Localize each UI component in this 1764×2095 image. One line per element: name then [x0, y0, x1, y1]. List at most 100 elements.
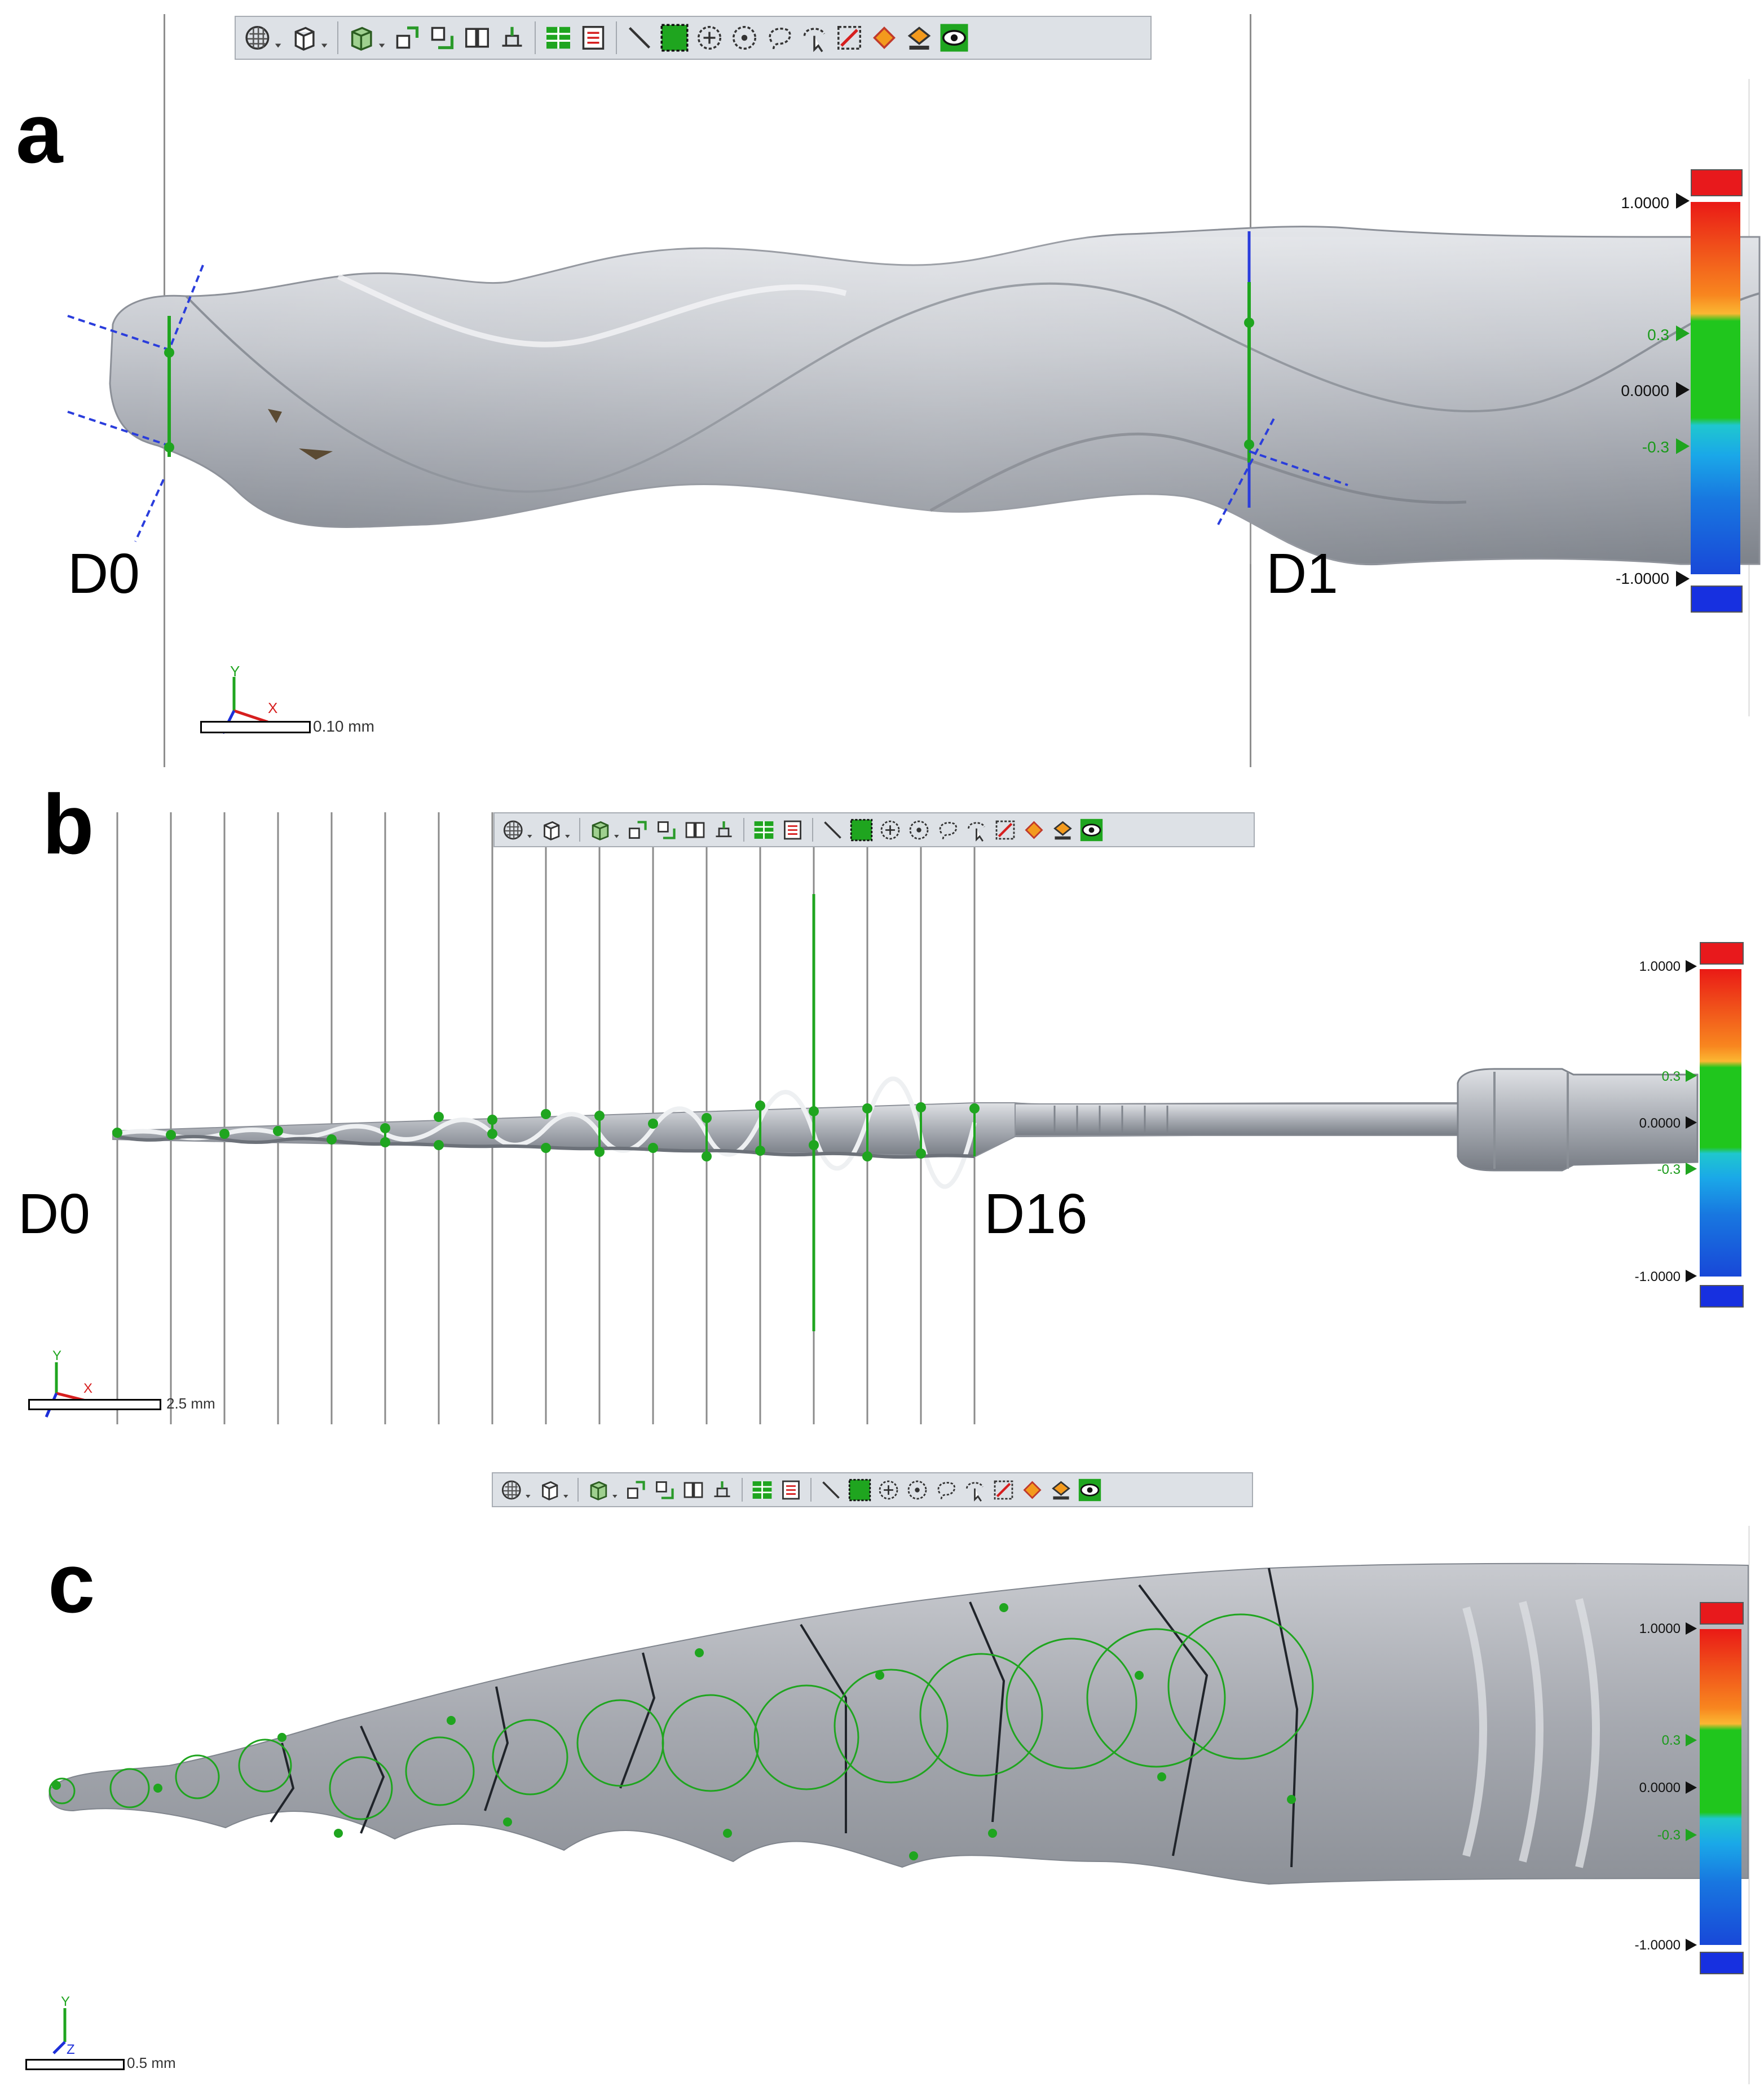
section-view-icon	[351, 27, 385, 51]
toolbar	[493, 812, 1255, 847]
toolbar	[235, 16, 1152, 60]
visibility-button[interactable]	[1079, 817, 1104, 843]
view-cube-button[interactable]	[536, 1477, 571, 1503]
align-top-button[interactable]	[391, 22, 423, 54]
visibility-icon	[1078, 1478, 1101, 1501]
layout-grid-button[interactable]	[543, 22, 574, 54]
file-cross-section-3d[interactable]	[0, 1472, 1764, 2095]
legend-over-max	[1700, 942, 1744, 965]
color-fill-button[interactable]	[1020, 1477, 1045, 1503]
label-d16: D16	[984, 1182, 1088, 1245]
visibility-button[interactable]	[1077, 1477, 1102, 1503]
lasso-button[interactable]	[764, 22, 795, 54]
legend-min-label: -1.0000	[1634, 1938, 1681, 1953]
line-tool-button[interactable]	[624, 22, 655, 54]
align-top-button[interactable]	[625, 817, 650, 843]
circle-center-icon	[880, 820, 900, 839]
color-legend[interactable]	[1700, 942, 1744, 1309]
line-tool-button[interactable]	[820, 817, 845, 843]
circle-center-button[interactable]	[694, 22, 725, 54]
lasso-button[interactable]	[935, 817, 960, 843]
layout-list-icon	[582, 26, 605, 50]
deviation-button[interactable]	[991, 1477, 1016, 1503]
measure-tool-button[interactable]	[496, 22, 528, 54]
deviation-icon	[995, 820, 1015, 839]
color-fill-button[interactable]	[868, 22, 900, 54]
color-map-button[interactable]	[1050, 817, 1075, 843]
circle-center-icon	[698, 26, 721, 50]
align-bottom-button[interactable]	[426, 22, 458, 54]
mesh-display-button[interactable]	[241, 22, 284, 54]
viewport-right-edge	[1748, 1526, 1750, 2084]
split-view-icon	[683, 1481, 703, 1498]
mesh-display-button[interactable]	[499, 1477, 533, 1503]
legend-max-label: 1.0000	[1639, 959, 1681, 974]
toolbar-separator	[535, 21, 536, 54]
pointer-select-button[interactable]	[964, 817, 989, 843]
circle-center-button[interactable]	[876, 1477, 901, 1503]
panel-a: a	[0, 0, 1764, 767]
axis-triad	[45, 1362, 91, 1418]
color-legend[interactable]	[1691, 169, 1743, 615]
align-top-icon	[629, 820, 647, 839]
layout-grid-button[interactable]	[749, 1477, 775, 1503]
deviation-icon	[994, 1480, 1013, 1499]
mesh-display-button[interactable]	[500, 817, 535, 843]
circle-target-button[interactable]	[905, 1477, 930, 1503]
legend-max-label: 1.0000	[1621, 194, 1669, 212]
align-top-icon	[627, 1480, 645, 1499]
panel-b: b	[0, 767, 1764, 1472]
layout-grid-button[interactable]	[751, 817, 777, 843]
section-view-button[interactable]	[345, 22, 388, 54]
legend-under-min	[1700, 1952, 1744, 1974]
view-cube-button[interactable]	[538, 817, 572, 843]
pointer-select-button[interactable]	[799, 22, 830, 54]
align-top-button[interactable]	[623, 1477, 649, 1503]
section-view-button[interactable]	[585, 1477, 620, 1503]
circle-target-button[interactable]	[906, 817, 932, 843]
layout-list-icon	[784, 820, 801, 839]
pointer-select-button[interactable]	[962, 1477, 987, 1503]
measure-tool-button[interactable]	[709, 1477, 735, 1503]
measure-tool-button[interactable]	[711, 817, 737, 843]
align-bottom-icon	[656, 1481, 674, 1499]
file-model-3d[interactable]	[0, 0, 1764, 767]
legend-upper-tol-label: 0.3	[1661, 1733, 1681, 1748]
axis-y-label: Y	[61, 1994, 70, 2009]
color-map-button[interactable]	[903, 22, 935, 54]
legend-zero-label: 0.0000	[1639, 1116, 1681, 1131]
align-bottom-button[interactable]	[652, 1477, 677, 1503]
scale-bar-label: 0.10 mm	[313, 718, 374, 735]
split-view-button[interactable]	[682, 817, 708, 843]
view-cube-button[interactable]	[288, 22, 330, 54]
circle-target-icon	[907, 1480, 927, 1499]
layout-list-button[interactable]	[577, 22, 609, 54]
legend-upper-tol-label: 0.3	[1647, 326, 1669, 344]
circle-target-button[interactable]	[729, 22, 760, 54]
select-rect-button[interactable]	[659, 22, 690, 54]
color-map-icon	[907, 27, 931, 50]
color-fill-button[interactable]	[1021, 817, 1047, 843]
section-view-button[interactable]	[587, 817, 621, 843]
lasso-icon	[769, 28, 791, 50]
align-bottom-button[interactable]	[654, 817, 679, 843]
visibility-button[interactable]	[938, 22, 970, 54]
select-rect-icon	[660, 24, 689, 52]
layout-list-button[interactable]	[778, 1477, 804, 1503]
lasso-button[interactable]	[933, 1477, 959, 1503]
layout-list-button[interactable]	[780, 817, 805, 843]
split-view-button[interactable]	[681, 1477, 706, 1503]
select-rect-button[interactable]	[847, 1477, 872, 1503]
line-tool-button[interactable]	[818, 1477, 844, 1503]
deviation-button[interactable]	[993, 817, 1018, 843]
deviation-button[interactable]	[834, 22, 865, 54]
split-view-button[interactable]	[461, 22, 493, 54]
legend-under-min	[1700, 1285, 1744, 1308]
color-legend[interactable]	[1700, 1602, 1744, 1974]
color-map-button[interactable]	[1048, 1477, 1074, 1503]
file-overview-3d[interactable]	[0, 767, 1764, 1472]
legend-zero-label: 0.0000	[1639, 1780, 1681, 1795]
select-rect-button[interactable]	[849, 817, 874, 843]
circle-center-button[interactable]	[877, 817, 903, 843]
select-rect-icon	[850, 818, 873, 841]
